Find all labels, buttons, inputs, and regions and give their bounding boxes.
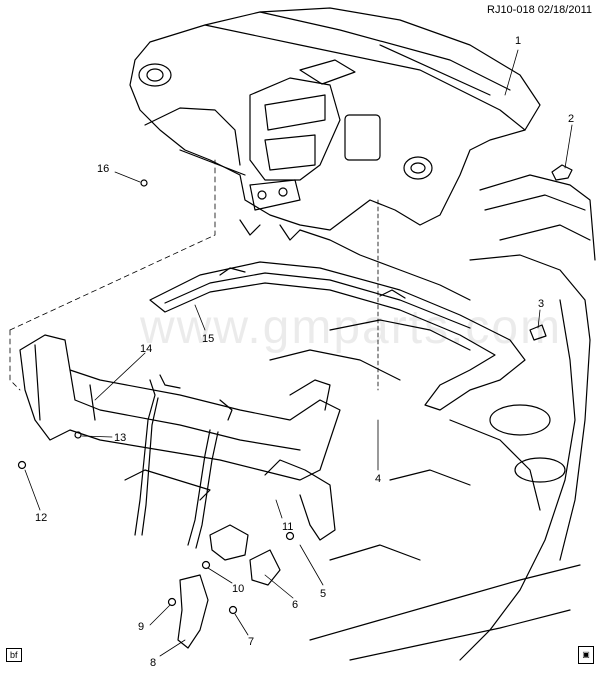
callout-7: 7 xyxy=(248,636,254,648)
callout-1: 1 xyxy=(515,35,521,47)
callout-12: 12 xyxy=(35,512,47,524)
view-badge: bf xyxy=(6,648,22,662)
callout-3: 3 xyxy=(538,298,544,310)
callout-11: 11 xyxy=(282,521,293,533)
callout-10: 10 xyxy=(232,583,244,595)
callout-13: 13 xyxy=(114,432,126,444)
callout-16: 16 xyxy=(97,163,109,175)
callout-4: 4 xyxy=(375,473,381,485)
callout-2: 2 xyxy=(568,113,574,125)
callout-15: 15 xyxy=(202,333,214,345)
callout-labels: 1 2 3 4 5 6 7 8 9 10 11 12 13 14 15 16 xyxy=(35,35,574,669)
instrument-panel xyxy=(129,7,541,241)
small-parts xyxy=(17,164,573,649)
cross-car-beam xyxy=(19,334,341,549)
book-icon: ▣ xyxy=(578,646,594,664)
leader-lines xyxy=(9,49,573,657)
callout-14: 14 xyxy=(140,343,152,355)
callout-5: 5 xyxy=(320,588,326,600)
callout-9: 9 xyxy=(138,621,144,633)
diagram-reference: RJ10-018 02/18/2011 xyxy=(487,4,592,16)
body-structure xyxy=(269,174,596,661)
callout-8: 8 xyxy=(150,657,156,669)
callout-6: 6 xyxy=(292,599,298,611)
defroster-duct xyxy=(149,261,526,411)
